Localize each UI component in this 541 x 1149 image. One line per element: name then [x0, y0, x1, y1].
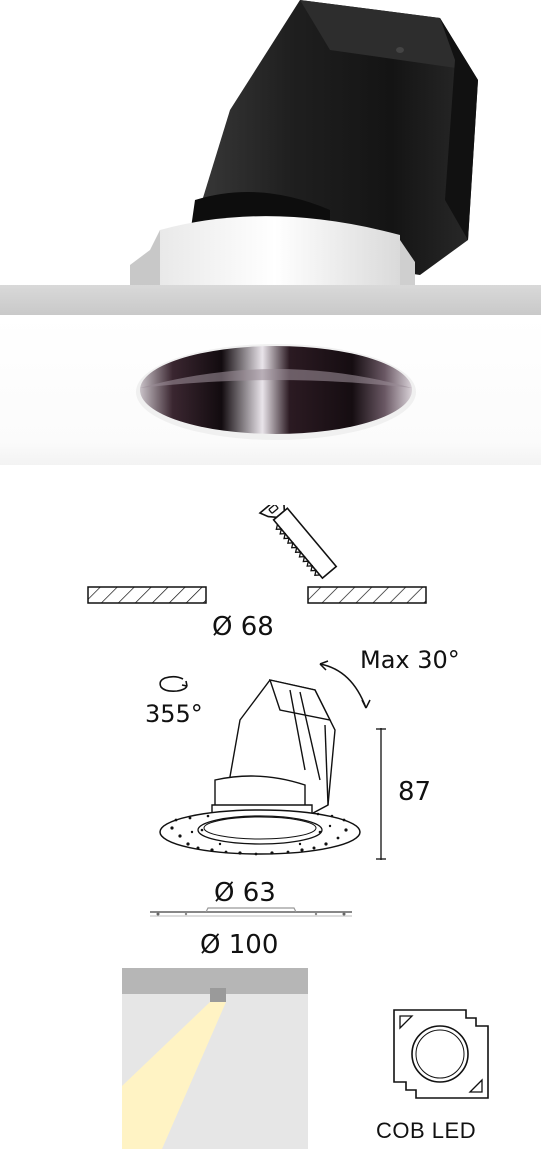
- height-dimension-line: [374, 728, 388, 860]
- cutout-diameter-label: Ø 68: [212, 612, 274, 642]
- product-photo: [0, 0, 541, 500]
- tilt-max-label: Max 30°: [360, 646, 460, 674]
- ceiling-edge: [0, 285, 541, 315]
- height-label: 87: [398, 777, 432, 807]
- light-source-label: COB LED: [376, 1118, 477, 1143]
- outer-diameter-label: Ø 100: [200, 930, 279, 960]
- ceiling-panel-left: [87, 586, 207, 604]
- saw-icon: [258, 505, 338, 580]
- luminaire-drawing: [130, 660, 430, 860]
- cob-chip-icon: [388, 1008, 494, 1100]
- flange-profile: [146, 904, 356, 920]
- fixture-head: [210, 988, 226, 1002]
- tilt-arrow-icon: [312, 658, 382, 718]
- ceiling-panel-right: [307, 586, 427, 604]
- reflector: [136, 344, 416, 440]
- flange: [159, 809, 361, 856]
- housing: [130, 0, 478, 285]
- rotate-icon: [155, 672, 195, 696]
- beam-illustration: [122, 968, 308, 1149]
- inner-diameter-label: Ø 63: [214, 878, 276, 908]
- housing-outline: [211, 679, 336, 821]
- light-beam: [122, 1002, 226, 1149]
- cutout-diagram: [80, 505, 440, 615]
- rotation-label: 355°: [145, 700, 203, 728]
